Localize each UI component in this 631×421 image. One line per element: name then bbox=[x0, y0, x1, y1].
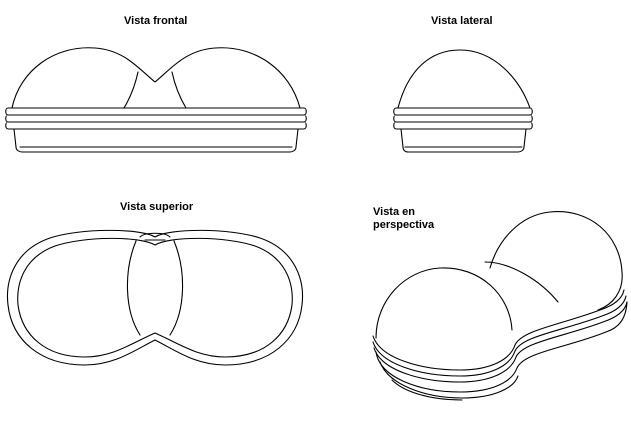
top-view-outer-outline bbox=[7, 230, 302, 365]
front-view-center-seam bbox=[124, 72, 186, 108]
perspective-view-drawing bbox=[373, 212, 627, 400]
top-view-hinge-top bbox=[140, 233, 170, 240]
top-view-bridge-lines bbox=[127, 241, 182, 335]
side-view-label: Vista lateral bbox=[431, 15, 493, 27]
front-view-rim-bands bbox=[6, 108, 307, 129]
perspective-view-rear-dome bbox=[490, 212, 622, 310]
perspective-view-rear-seam bbox=[485, 262, 558, 302]
perspective-view-front-dome bbox=[376, 268, 512, 338]
perspective-view-base bbox=[376, 302, 627, 400]
front-view-label: Vista frontal bbox=[124, 15, 188, 27]
side-view-dome-outline bbox=[398, 50, 530, 108]
top-view-drawing bbox=[7, 230, 302, 365]
side-view-drawing bbox=[394, 50, 533, 152]
top-view-label: Vista superior bbox=[120, 201, 194, 213]
front-view-dome-outline bbox=[12, 48, 300, 108]
perspective-view-rim-bands bbox=[373, 290, 627, 382]
perspective-view-label: Vista en perspectiva bbox=[373, 206, 435, 231]
side-view-rim-bands bbox=[394, 108, 533, 129]
side-view-base bbox=[401, 129, 526, 152]
front-view-base bbox=[14, 129, 298, 152]
top-view-inner-outline bbox=[18, 238, 293, 357]
front-view-drawing bbox=[6, 48, 307, 152]
